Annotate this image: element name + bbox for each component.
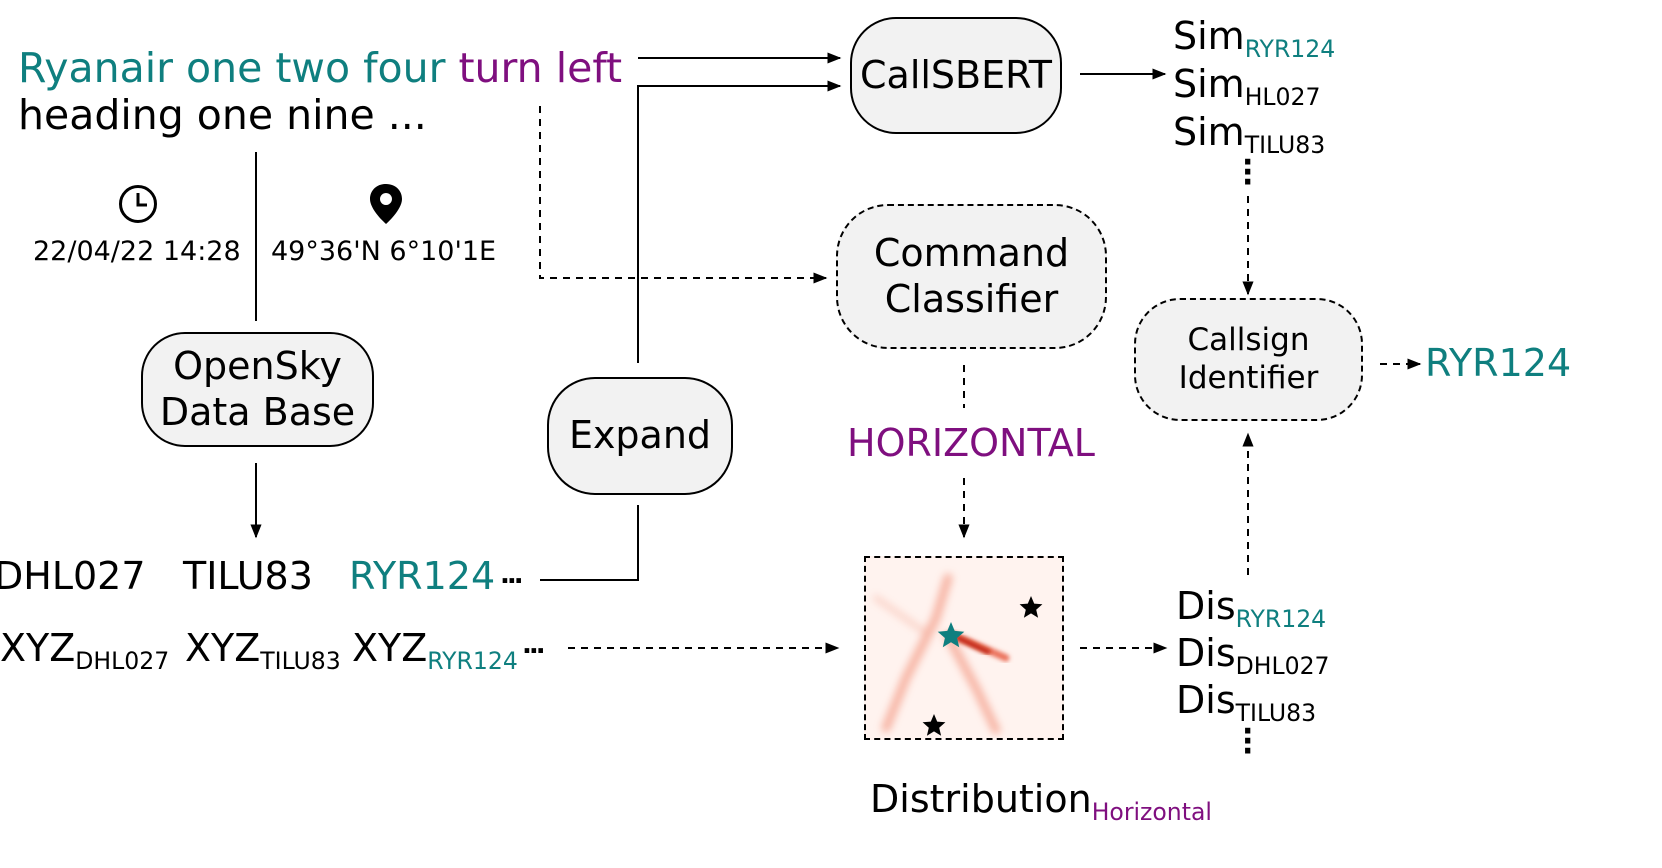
distribution-base: Distribution [870,777,1092,821]
position-base-1: XYZ [0,626,76,670]
callsbert-box: CallSBERT [850,17,1062,134]
callsign-identifier-box: Callsign Identifier [1134,298,1363,421]
expand-to-callsbert-arrow [637,80,842,363]
opensky-label-line-1: OpenSky [173,343,342,388]
dis-dhl027: DisDHL027 [1176,631,1330,678]
sim-ryr124: SimRYR124 [1173,14,1335,61]
callsign-tilu83: TILU83 [183,554,313,598]
position-base-3: XYZ [352,626,428,670]
sim-sub-3: TILU83 [1244,131,1326,160]
position-dhl027: XYZDHL027 [0,626,169,673]
position-sub-2: TILU83 [260,647,341,676]
callsbert-label: CallSBERT [860,52,1052,97]
utterance-line-2: heading one nine ... [18,91,427,139]
callsigns-ellipsis: ... [500,560,524,590]
command-class-label: HORIZONTAL [847,421,1095,465]
callsigns-to-expand-line [540,505,639,581]
dis-tilu83: DisTILU83 [1176,678,1316,725]
position-sub-1: DHL027 [75,647,170,676]
sim-base-2: Sim [1173,62,1245,106]
position-base-2: XYZ [185,626,261,670]
dis-base-1: Dis [1176,584,1236,628]
sim-sub-2: HL027 [1244,83,1321,112]
position-tilu83: XYZTILU83 [185,626,341,673]
distribution-sub: Horizontal [1091,798,1212,827]
position-label: 49°36'N 6°10'1E [271,236,497,267]
dis-vertical-ellipsis: ··· [1242,714,1254,769]
star-icon-other-1 [1019,596,1043,618]
dis-base-3: Dis [1176,678,1236,722]
classifier-label-line-1: Command [873,230,1070,275]
star-icon-other-2 [922,714,946,736]
sim-base-1: Sim [1173,14,1245,58]
sim-base-3: Sim [1173,110,1245,154]
utterance-callsign-text: Ryanair one two four [18,44,446,92]
positions-ellipsis: ... [522,630,546,660]
utterance-to-classifier-arrow [539,106,828,284]
distribution-heatmap [864,556,1064,740]
dis-ryr124: DisRYR124 [1176,584,1326,631]
utterance-command-text: turn left [458,44,623,92]
opensky-database-box: OpenSky Data Base [141,332,374,447]
expand-label: Expand [568,413,712,458]
command-classifier-box: Command Classifier [836,204,1107,349]
dis-sub-3: TILU83 [1235,699,1317,728]
identifier-label-line-1: Callsign [1187,322,1310,359]
map-pin-icon [368,183,404,229]
sim-vertical-ellipsis: ··· [1242,145,1254,200]
dis-sub-1: RYR124 [1235,605,1327,634]
identifier-label-line-2: Identifier [1178,359,1319,396]
classifier-label-line-2: Classifier [884,276,1059,321]
callsign-dhl027: DHL027 [0,554,146,598]
position-sub-3: RYR124 [427,647,518,676]
distribution-label: DistributionHorizontal [870,777,1212,824]
timestamp-label: 22/04/22 14:28 [33,236,241,267]
opensky-label-line-2: Data Base [159,389,356,434]
clock-icon [117,183,159,229]
callsign-ryr124: RYR124 [349,554,496,598]
star-icon-target [937,622,965,648]
sim-sub-1: RYR124 [1244,35,1336,64]
output-callsign: RYR124 [1425,341,1572,385]
utterance-line-1: Ryanair one two four turn left [18,44,622,92]
dis-sub-2: DHL027 [1235,652,1330,681]
sim-tilu83: SimTILU83 [1173,110,1325,157]
expand-box: Expand [547,377,733,495]
sim-hl027: SimHL027 [1173,62,1320,109]
position-ryr124: XYZRYR124 [352,626,518,673]
candidate-star-markers [922,596,1043,736]
heatmap-graphic [873,573,1043,736]
dis-base-2: Dis [1176,631,1236,675]
